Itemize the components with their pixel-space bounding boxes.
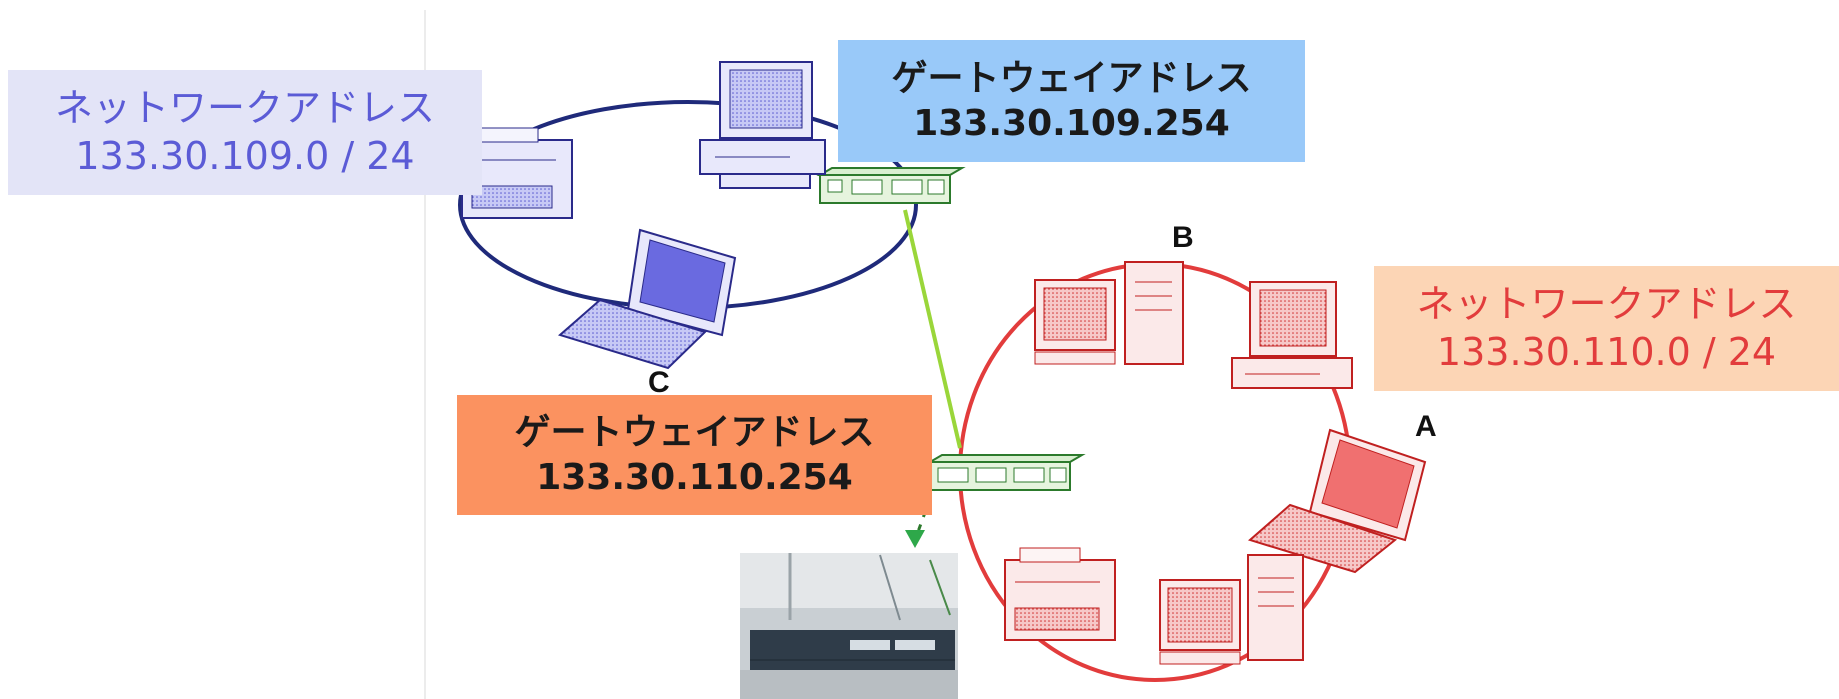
desktop-icon-top	[699, 61, 826, 189]
desktop-icon-bottom-right	[1159, 554, 1304, 665]
network-address-title-right: ネットワークアドレス	[1416, 282, 1797, 326]
laptop-icon-c	[557, 228, 737, 370]
switch-bottom	[926, 454, 1086, 491]
gateway-address-title-bottom: ゲートウェイアドレス	[514, 412, 875, 453]
network-address-value-left: 133.30.109.0 / 24	[75, 133, 415, 178]
uplink-line	[903, 209, 962, 449]
node-label-a: A	[1415, 410, 1437, 443]
gateway-address-value-top: 133.30.109.254	[913, 103, 1230, 144]
network-address-label-left: ネットワークアドレス 133.30.109.0 / 24	[8, 70, 482, 195]
switch-top	[816, 167, 966, 204]
gateway-address-label-top: ゲートウェイアドレス 133.30.109.254	[838, 40, 1305, 162]
network-address-value-right: 133.30.110.0 / 24	[1436, 329, 1777, 374]
gateway-address-label-bottom: ゲートウェイアドレス 133.30.110.254	[457, 395, 932, 515]
node-label-b: B	[1172, 221, 1194, 254]
gateway-address-value-bottom: 133.30.110.254	[536, 457, 853, 498]
router-photo	[740, 553, 958, 699]
desktop-icon-right	[1231, 281, 1353, 389]
node-label-c: C	[648, 366, 670, 399]
network-address-label-right: ネットワークアドレス 133.30.110.0 / 24	[1374, 266, 1839, 391]
desktop-icon-b	[1034, 261, 1184, 365]
router-link-arrow	[905, 530, 925, 548]
printer-icon-right	[1004, 547, 1116, 641]
laptop-icon-a	[1247, 428, 1427, 574]
network-address-title-left: ネットワークアドレス	[54, 86, 435, 130]
gateway-address-title-top: ゲートウェイアドレス	[891, 58, 1252, 99]
